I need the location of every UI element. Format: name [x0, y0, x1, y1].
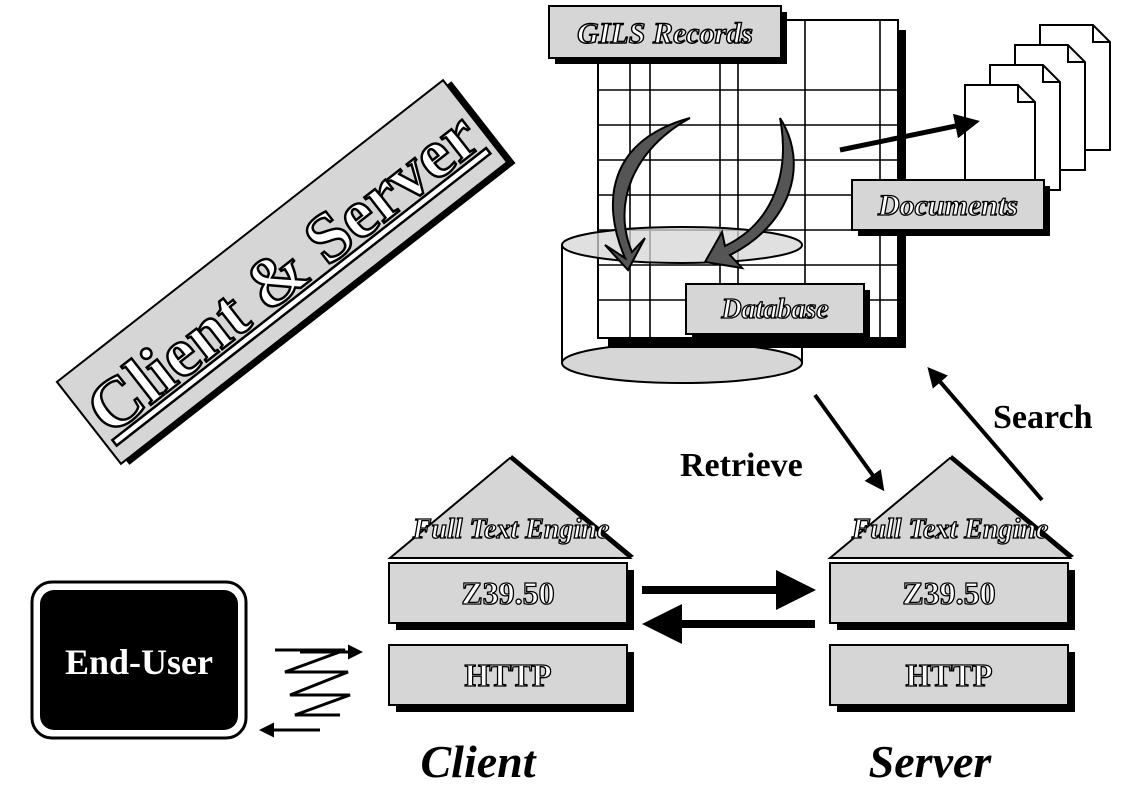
search-arrow — [927, 366, 1044, 502]
documents-label: Documents — [851, 179, 1050, 236]
server-z3950-layer — [829, 562, 1069, 624]
z3950-exchange-arrows — [642, 570, 816, 644]
database-text: Database — [720, 294, 828, 325]
retrieve-arrow — [813, 393, 885, 492]
records-to-database-arrows — [604, 117, 795, 272]
search-label: Search — [993, 399, 1093, 436]
server-http-layer — [829, 644, 1069, 706]
server-stack: Full Text Engine Z39.50 HTTP Server — [827, 455, 1075, 786]
client-z3950-label: Z39.50 — [461, 575, 554, 611]
gils-records-text: GILS Records — [577, 17, 753, 50]
banner-title: Client & Server — [72, 97, 493, 450]
sheet-to-documents-arrow — [839, 113, 980, 153]
end-user-label: End-User — [65, 642, 213, 682]
documents-text: Documents — [877, 189, 1018, 222]
end-user-box: End-User — [30, 580, 248, 740]
client-engine-label: Full Text Engine — [412, 514, 610, 545]
server-caption: Server — [869, 736, 993, 786]
server-z3950-label: Z39.50 — [902, 575, 995, 611]
server-engine-label: Full Text Engine — [851, 514, 1049, 545]
client-caption: Client — [420, 736, 536, 786]
documents-stack — [964, 24, 1111, 211]
client-z3950-layer — [388, 562, 628, 624]
end-user-link — [259, 644, 363, 738]
database-cylinder-top — [561, 226, 803, 264]
client-http-layer — [388, 644, 628, 706]
client-server-banner: Client & Server — [55, 78, 516, 466]
client-http-label: HTTP — [464, 657, 551, 693]
server-http-label: HTTP — [905, 657, 992, 693]
retrieve-label: Retrieve — [680, 447, 803, 484]
database-label: Database — [685, 283, 870, 340]
client-stack: Full Text Engine Z39.50 HTTP Client — [387, 455, 634, 786]
gils-records-label: GILS Records — [548, 5, 787, 64]
